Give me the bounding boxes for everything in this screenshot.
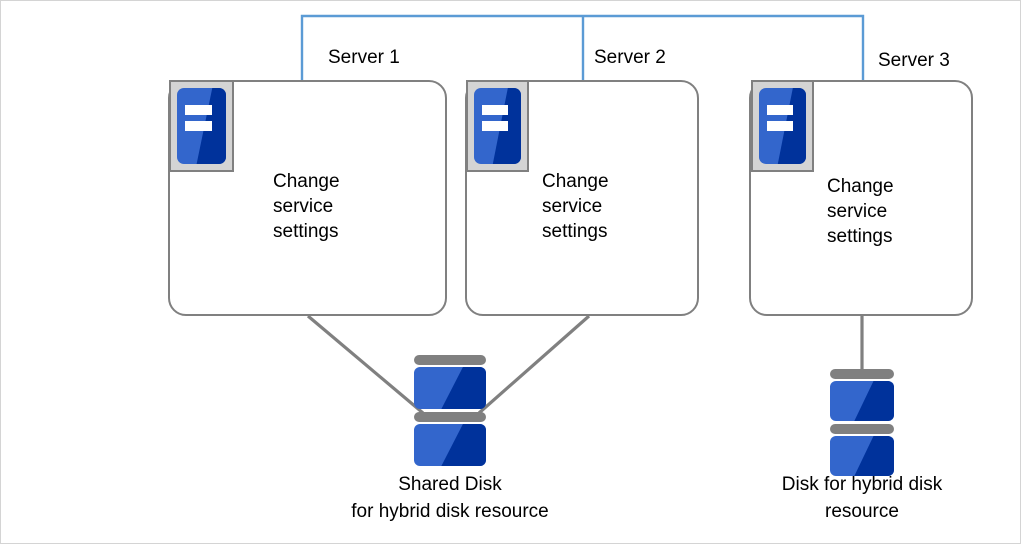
server-icon — [466, 80, 529, 172]
shared-disk-label: Shared Disk for hybrid disk resource — [351, 474, 549, 522]
disk-platter — [414, 424, 486, 466]
server-icon-bar — [184, 104, 213, 115]
server-icon — [169, 80, 234, 172]
connector-server2-shared-disk — [477, 314, 591, 415]
server-body-text-2: Change service settings — [542, 171, 609, 242]
server-icon-bar — [766, 104, 793, 115]
disk-platter — [830, 381, 894, 421]
server-icon-bar — [766, 121, 793, 132]
connector-server1-shared-disk — [306, 314, 425, 415]
disk-rail — [414, 412, 486, 422]
server3-disk-label: Disk for hybrid disk resource — [781, 474, 943, 522]
server-icon-bar — [481, 121, 508, 132]
disk-platter — [830, 436, 894, 476]
server-caption-3: Server 3 — [878, 50, 950, 71]
server-caption-2: Server 2 — [594, 47, 666, 68]
server-chassis — [474, 88, 521, 164]
disk-rail — [830, 369, 894, 379]
shared-disk-icon — [414, 355, 486, 466]
server-icon — [751, 80, 814, 172]
server3-disk-icon — [830, 369, 894, 476]
disk-platter — [414, 367, 486, 409]
server-box-2[interactable] — [465, 80, 699, 316]
server-icon-bar — [481, 104, 508, 115]
network-bracket — [300, 14, 865, 81]
server-chassis — [177, 88, 226, 164]
server-chassis — [759, 88, 806, 164]
server-body-text-1: Change service settings — [273, 171, 340, 242]
connector-lines — [306, 314, 864, 415]
server-icon-bar — [184, 121, 213, 132]
server-caption-1: Server 1 — [328, 47, 400, 68]
server-body-text-3: Change service settings — [827, 176, 894, 247]
disk-rail — [414, 355, 486, 365]
disk-rail — [830, 424, 894, 434]
